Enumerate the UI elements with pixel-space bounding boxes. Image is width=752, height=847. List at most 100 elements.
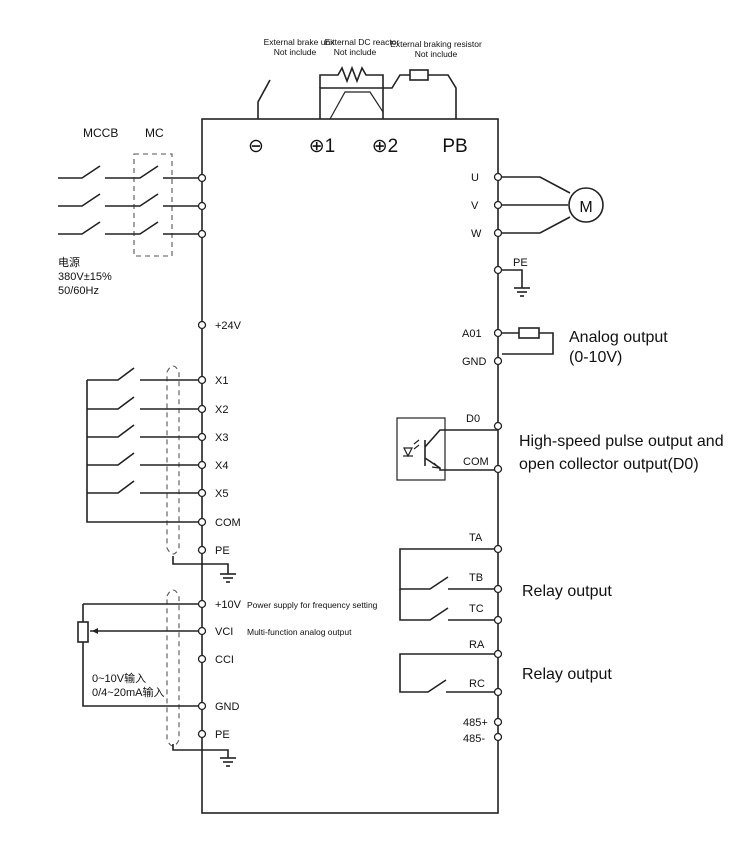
brake-unit-note: Not include (274, 47, 317, 57)
label-gnd-right: GND (462, 356, 487, 368)
label-tc: TC (469, 603, 484, 615)
terminal-v (493, 200, 503, 210)
terminal-x2 (197, 404, 207, 414)
ground-icon (220, 757, 236, 767)
pulse-output-label-2: open collector output(D0) (519, 456, 699, 473)
terminal-gnd-right (493, 356, 503, 366)
dc-reactor-coil (319, 65, 384, 88)
label-com-right: COM (463, 456, 489, 468)
terminal-pe-2 (197, 729, 207, 739)
label-24v: +24V (215, 320, 242, 332)
inverter-body (201, 118, 499, 814)
label-x1: X1 (215, 375, 228, 387)
power-input: MCCB MC 电源 380V±15% 50/60Hz (58, 126, 207, 297)
label-x4: X4 (215, 460, 228, 472)
motor-label: M (579, 199, 592, 216)
terminal-cci (197, 654, 207, 664)
label-cci: CCI (215, 654, 234, 666)
terminal-w (493, 228, 503, 238)
input-cable-shield (166, 365, 180, 555)
analog-output-label-2: (0-10V) (569, 349, 622, 366)
terminal-d0 (493, 421, 503, 431)
terminal-x4 (197, 460, 207, 470)
label-rc: RC (469, 678, 485, 690)
label-vci-desc: Multi-function analog output (247, 627, 352, 637)
terminal-p1-label: ⊕1 (309, 136, 336, 157)
rs485: 485+ 485- (463, 717, 503, 745)
terminal-24v (197, 320, 207, 330)
label-x2: X2 (215, 404, 228, 416)
terminal-485-minus (493, 732, 503, 742)
label-ta: TA (469, 532, 483, 544)
terminal-rc (493, 687, 503, 697)
label-v: V (471, 200, 479, 212)
relay-output-label-1: Relay output (522, 583, 612, 600)
mccb-label: MCCB (83, 126, 118, 140)
analog-output-label-1: Analog output (569, 329, 668, 346)
brake-unit-switch (257, 79, 271, 119)
terminal-tb (493, 584, 503, 594)
terminal-pb-label: PB (442, 136, 467, 157)
analog-cable-shield (166, 589, 180, 747)
terminal-vci (197, 626, 207, 636)
mc-label: MC (145, 126, 164, 140)
terminal-tc (493, 615, 503, 625)
terminal-r (197, 173, 207, 183)
pulse-output: D0 COM High-speed pulse output and open … (396, 413, 724, 481)
analog-output: A01 GND Analog output (0-10V) (462, 327, 668, 368)
label-a01: A01 (462, 328, 482, 340)
analog-inputs: +10V Power supply for frequency setting … (77, 589, 378, 767)
label-pe-2: PE (215, 729, 230, 741)
input-range-1: 0~10V输入 (92, 671, 146, 685)
label-pe-1: PE (215, 545, 230, 557)
label-d0: D0 (466, 413, 480, 425)
relay-output-1: TA TB TC Relay output (399, 532, 612, 625)
mc-contactor-box (133, 153, 173, 257)
label-tb: TB (469, 572, 483, 584)
brake-resistor-title: External braking resistor (390, 39, 482, 49)
power-label-cn: 电源 (58, 255, 80, 269)
motor-icon (568, 187, 604, 223)
label-ra: RA (469, 639, 485, 651)
brake-unit-title: External brake unit (264, 37, 336, 47)
motor-output: U V W M PE (471, 172, 604, 297)
label-u: U (471, 172, 479, 184)
ground-icon (220, 573, 236, 583)
terminal-gnd-left (197, 701, 207, 711)
pulse-output-label-1: High-speed pulse output and (519, 433, 724, 450)
terminal-485-plus (493, 717, 503, 727)
top-external-components: External brake unit Not include External… (248, 37, 482, 157)
terminal-a01 (493, 328, 503, 338)
dc-reactor-jumper (329, 91, 384, 120)
label-x3: X3 (215, 432, 228, 444)
braking-resistor (409, 69, 429, 81)
label-vci: VCI (215, 626, 233, 638)
power-frequency: 50/60Hz (58, 285, 99, 297)
terminal-com-left (197, 517, 207, 527)
terminal-x5 (197, 488, 207, 498)
label-485-plus: 485+ (463, 717, 488, 729)
relay-output-2: RA RC Relay output (399, 639, 612, 697)
dc-reactor-title: External DC reactor (325, 37, 400, 47)
terminal-x3 (197, 432, 207, 442)
dc-reactor-note: Not include (334, 47, 377, 57)
digital-inputs: +24V X1 X2 X3 X4 X5 COM PE (86, 320, 242, 583)
label-w: W (471, 228, 482, 240)
optocoupler-box (396, 417, 446, 481)
label-10v: +10V (215, 599, 242, 611)
terminal-com-right (493, 464, 503, 474)
potentiometer (77, 621, 89, 643)
label-x5: X5 (215, 488, 228, 500)
terminal-minus-label: ⊖ (248, 136, 264, 157)
ground-icon (514, 287, 530, 297)
terminal-pe-right (493, 265, 503, 275)
label-com-left: COM (215, 517, 241, 529)
dc-reactor-bridge (319, 87, 384, 119)
label-485-minus: 485- (463, 733, 485, 745)
terminal-10v (197, 599, 207, 609)
terminal-ra (493, 649, 503, 659)
terminal-u (493, 172, 503, 182)
terminal-ta (493, 544, 503, 554)
brake-resistor-note: Not include (415, 49, 458, 59)
